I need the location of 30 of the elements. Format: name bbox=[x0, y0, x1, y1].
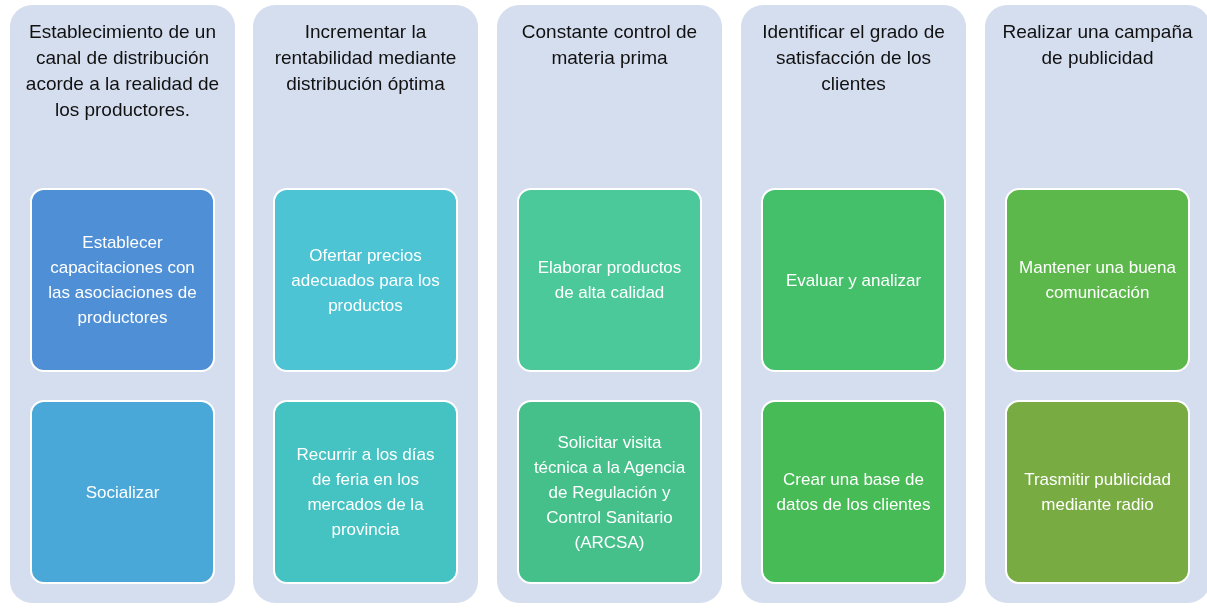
action-text: Mantener una buena comunicación bbox=[1018, 257, 1177, 304]
action-box bbox=[761, 188, 946, 372]
action-box bbox=[30, 188, 215, 372]
column-heading: Constante control de materia prima bbox=[520, 20, 699, 70]
action-box bbox=[517, 188, 702, 372]
action-text: Establecer capacitaciones con las asociaciones de productores bbox=[47, 232, 198, 329]
column-heading: Incrementar la rentabilidad mediante distribución óptima bbox=[273, 20, 458, 96]
action-box bbox=[30, 400, 215, 584]
action-text: Trasmitir publicidad mediante radio bbox=[1023, 469, 1172, 516]
action-box bbox=[517, 400, 702, 584]
column-panel bbox=[253, 5, 478, 603]
column-panel bbox=[497, 5, 722, 603]
action-box bbox=[761, 400, 946, 584]
action-text: Evaluar y analizar bbox=[784, 269, 923, 292]
column-panel bbox=[10, 5, 235, 603]
action-text: Elaborar productos de alta calidad bbox=[536, 257, 683, 304]
action-text: Recurrir a los días de feria en los mercados de la provincia bbox=[295, 444, 436, 541]
action-box bbox=[1005, 188, 1190, 372]
action-box bbox=[273, 400, 458, 584]
column-heading: Establecimiento de un canal de distribución acorde a la realidad de los productores. bbox=[24, 20, 221, 122]
column-panel bbox=[985, 5, 1207, 603]
column-heading: Identificar el grado de satisfacción de los clientes bbox=[761, 20, 946, 96]
action-text: Solicitar visita técnica a la Agencia de Regulación y Control Sanitario (ARCSA) bbox=[532, 431, 687, 554]
column-heading: Realizar una campaña de publicidad bbox=[1001, 20, 1194, 70]
action-box bbox=[273, 188, 458, 372]
action-text: Crear una base de datos de los clientes bbox=[775, 469, 932, 516]
action-text: Ofertar precios adecuados para los productos bbox=[290, 244, 441, 317]
column-panel bbox=[741, 5, 966, 603]
action-box bbox=[1005, 400, 1190, 584]
action-text: Socializar bbox=[84, 481, 161, 504]
